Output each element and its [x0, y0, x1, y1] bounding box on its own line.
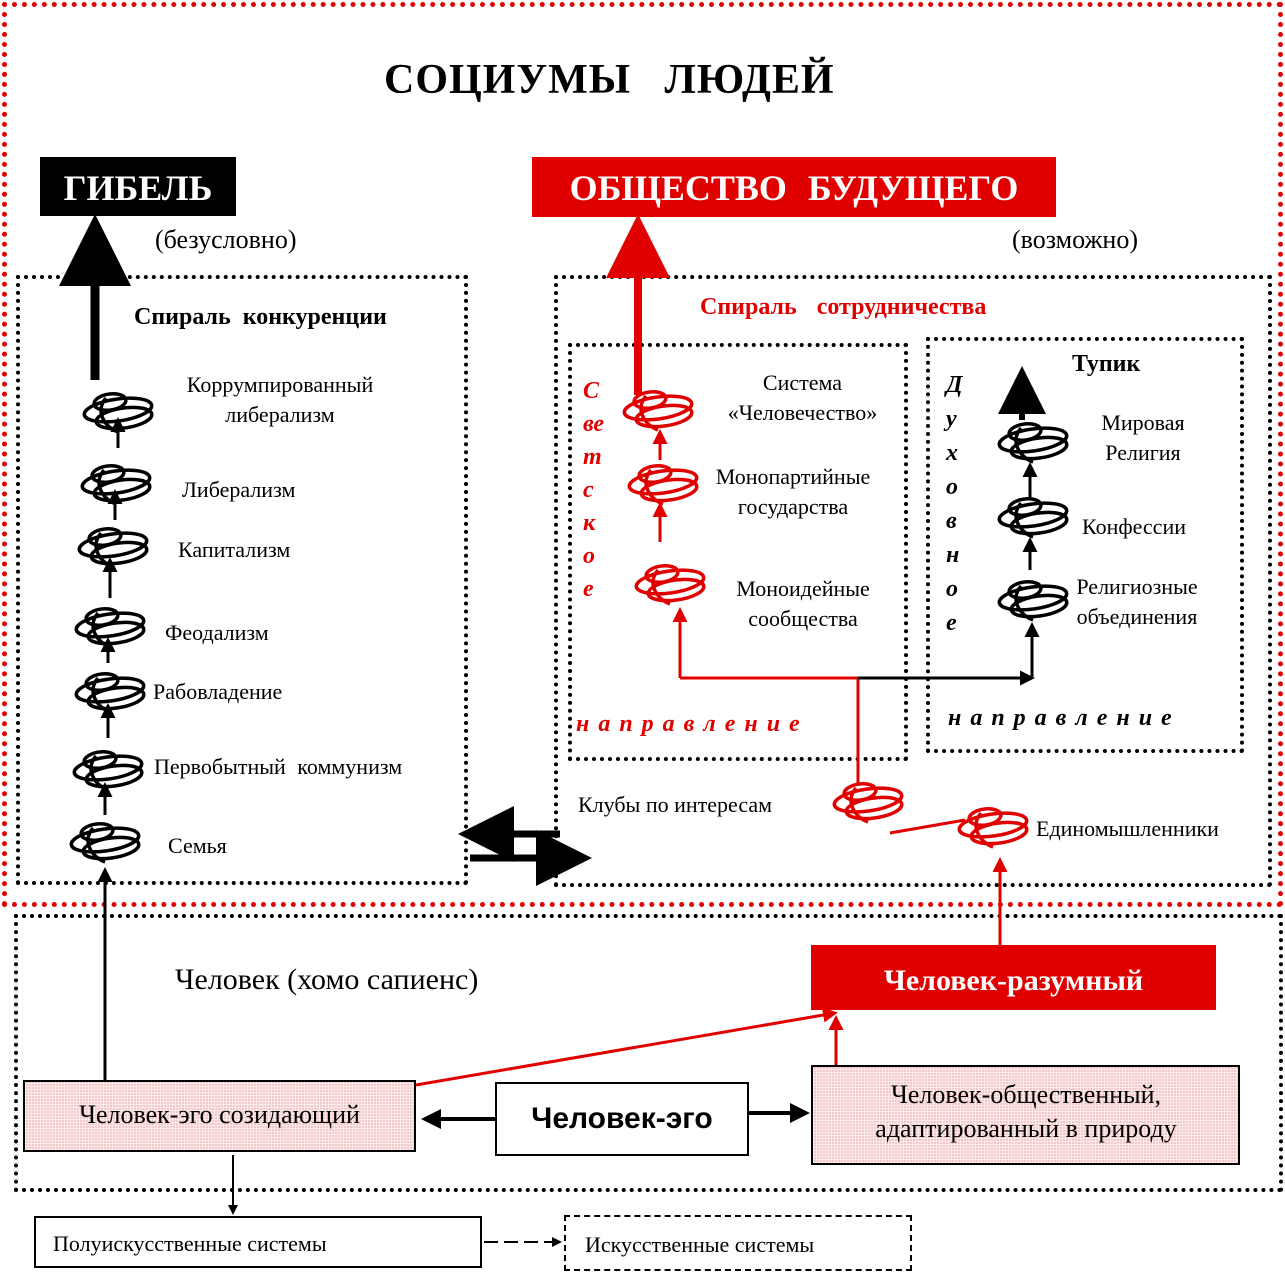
stage-liberalism: Либерализм — [182, 477, 296, 502]
secular-vertical-label: Светское — [583, 378, 605, 602]
human-frame — [14, 914, 1283, 1192]
reasonable-box — [811, 945, 1216, 1010]
spiritual-spiral-icon — [997, 497, 1069, 539]
spiritual-direction: направление — [948, 705, 1181, 731]
likeminded-label: Единомышленники — [1036, 816, 1219, 841]
secular-frame — [568, 343, 908, 761]
reasonable-label: Человек-разумный — [883, 964, 1144, 997]
stage-world-religion: Мировая Религия — [1101, 410, 1185, 465]
cooperation-title: Спираль сотрудничества — [700, 294, 987, 320]
spiritual-frame — [926, 337, 1244, 753]
semi-artificial-box — [34, 1216, 482, 1268]
ego-creating-to-reasonable — [415, 1007, 838, 1087]
cooperation-spiral-icon — [832, 782, 904, 824]
competition-frame — [16, 275, 468, 885]
competition-spiral-icon — [77, 527, 149, 569]
stage-feudalism: Феодализм — [165, 620, 269, 645]
future-box — [532, 157, 1056, 217]
page-title: СОЦИУМЫ ЛЮДЕЙ — [384, 57, 835, 103]
stage-primitive-communism: Первобытный коммунизм — [154, 754, 403, 779]
spiritual-spiral-links — [1022, 462, 1040, 678]
stage-corrupt-liberalism: Коррумпированный либерализм — [186, 372, 374, 427]
stage-slavery: Рабовладение — [153, 679, 283, 704]
red-branch — [672, 607, 1008, 945]
deadend-label: Тупик — [1072, 351, 1141, 377]
social-box — [811, 1065, 1240, 1165]
artificial-box — [564, 1215, 912, 1271]
competition-title: Спираль конкуренции — [134, 304, 387, 330]
competition-spiral-icon — [69, 822, 141, 864]
stage-monoidea-communities: Моноидейные сообщества — [736, 576, 870, 631]
competition-spiral-icon — [74, 672, 146, 714]
spiritual-spiral-icon — [997, 422, 1069, 464]
ego-creating-label: Человек-эго созидающий — [79, 1100, 360, 1129]
ego-label: Человек-эго — [531, 1102, 713, 1135]
cooperation-spiral-icon — [957, 807, 1029, 849]
cooperation-spiral-icon — [627, 464, 699, 506]
ego-box — [495, 1082, 749, 1156]
artificial-label: Искусственные системы — [585, 1232, 815, 1257]
stage-family: Семья — [168, 833, 227, 858]
spiritual-vertical-label: Духовное — [946, 372, 963, 636]
death-label: ГИБЕЛЬ — [63, 168, 213, 208]
social-label: Человек-общественный, адаптированный в п… — [875, 1080, 1177, 1143]
cooperation-frame — [554, 275, 1272, 887]
clubs-label: Клубы по интересам — [578, 792, 773, 817]
competition-spiral-icon — [72, 750, 144, 792]
stage-capitalism: Капитализм — [178, 537, 291, 562]
socium-frame — [2, 2, 1283, 907]
cooperation-spiral-icon — [634, 564, 706, 606]
secular-direction: направление — [576, 711, 809, 737]
spiritual-spiral-icon — [997, 580, 1069, 622]
ego-creating-box — [23, 1080, 416, 1152]
competition-spiral-icon — [82, 392, 154, 434]
future-note: (возможно) — [1012, 225, 1139, 254]
semi-artificial-label: Полуискусственные системы — [53, 1231, 327, 1256]
cooperation-spiral-icon — [622, 390, 694, 432]
future-label: ОБЩЕСТВО БУДУЩЕГО — [569, 168, 1019, 208]
homo-sapiens-label: Человек (хомо сапиенс) — [175, 963, 479, 996]
death-box — [40, 157, 236, 216]
stage-humanity-system: Система «Человечество» — [727, 370, 878, 425]
stage-monoparty-states: Монопартийные государства — [715, 464, 871, 519]
stage-confessions: Конфессии — [1082, 514, 1186, 539]
competition-spiral-icon — [80, 464, 152, 506]
competition-spiral-icon — [74, 607, 146, 649]
death-note: (безусловно) — [155, 225, 297, 254]
stage-religious-associations: Религиозные объединения — [1076, 574, 1198, 629]
